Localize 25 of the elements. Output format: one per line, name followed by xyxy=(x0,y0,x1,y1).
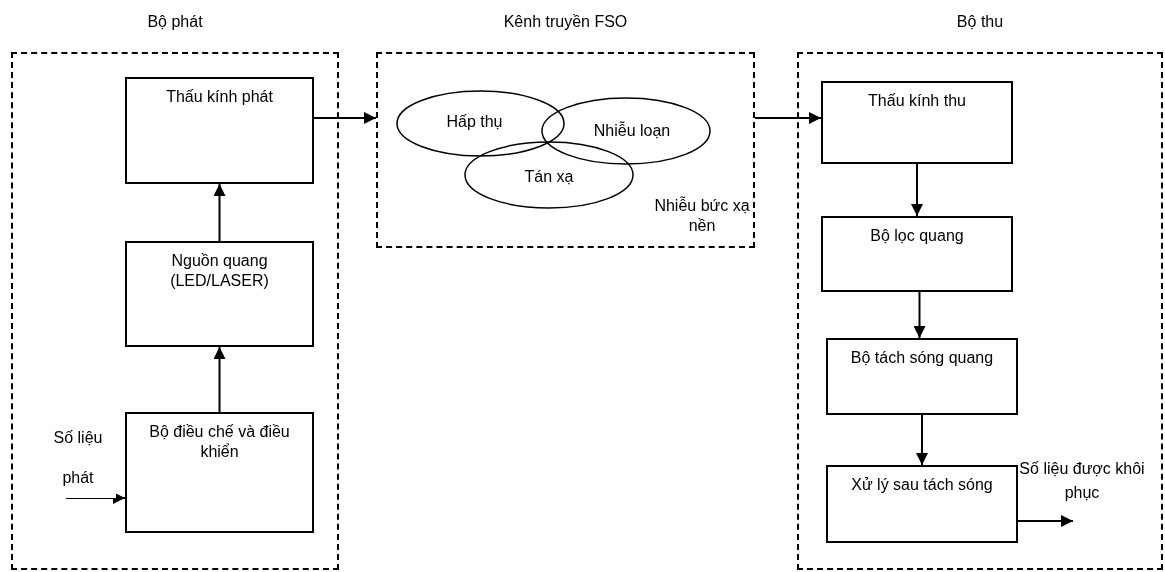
arrow xyxy=(916,414,928,466)
ellipse-label: Hấp thụ xyxy=(446,112,503,131)
arrow xyxy=(1017,515,1074,527)
ellipse-shape xyxy=(396,90,565,157)
process-box: Thấu kính phát xyxy=(125,77,314,184)
process-box: Xử lý sau tách sóng xyxy=(826,465,1018,543)
group-heading: Bộ thu xyxy=(956,13,1004,30)
group-heading: Bộ phát xyxy=(147,13,203,30)
process-box: Bộ điều chế và điều khiển xyxy=(125,412,314,533)
process-box: Thấu kính thu xyxy=(821,81,1013,164)
process-box: Bộ lọc quang xyxy=(821,216,1013,292)
process-box: Nguồn quang (LED/LASER) xyxy=(125,241,314,347)
ellipse-shape xyxy=(464,141,634,209)
arrow xyxy=(213,346,226,413)
arrow xyxy=(911,163,923,217)
arrow xyxy=(913,291,926,339)
arrow xyxy=(754,112,822,124)
arrow xyxy=(313,112,377,124)
ellipse-label: Nhiễu loạn xyxy=(593,122,671,140)
process-box: Bộ tách sóng quang xyxy=(826,338,1018,415)
note-text: Nhiễu bức xạ nền xyxy=(653,196,751,236)
arrow xyxy=(213,183,226,242)
ellipse-shape xyxy=(541,97,711,165)
group-heading: Kênh truyền FSO xyxy=(503,13,628,30)
ellipse-label: Tán xạ xyxy=(524,168,574,186)
